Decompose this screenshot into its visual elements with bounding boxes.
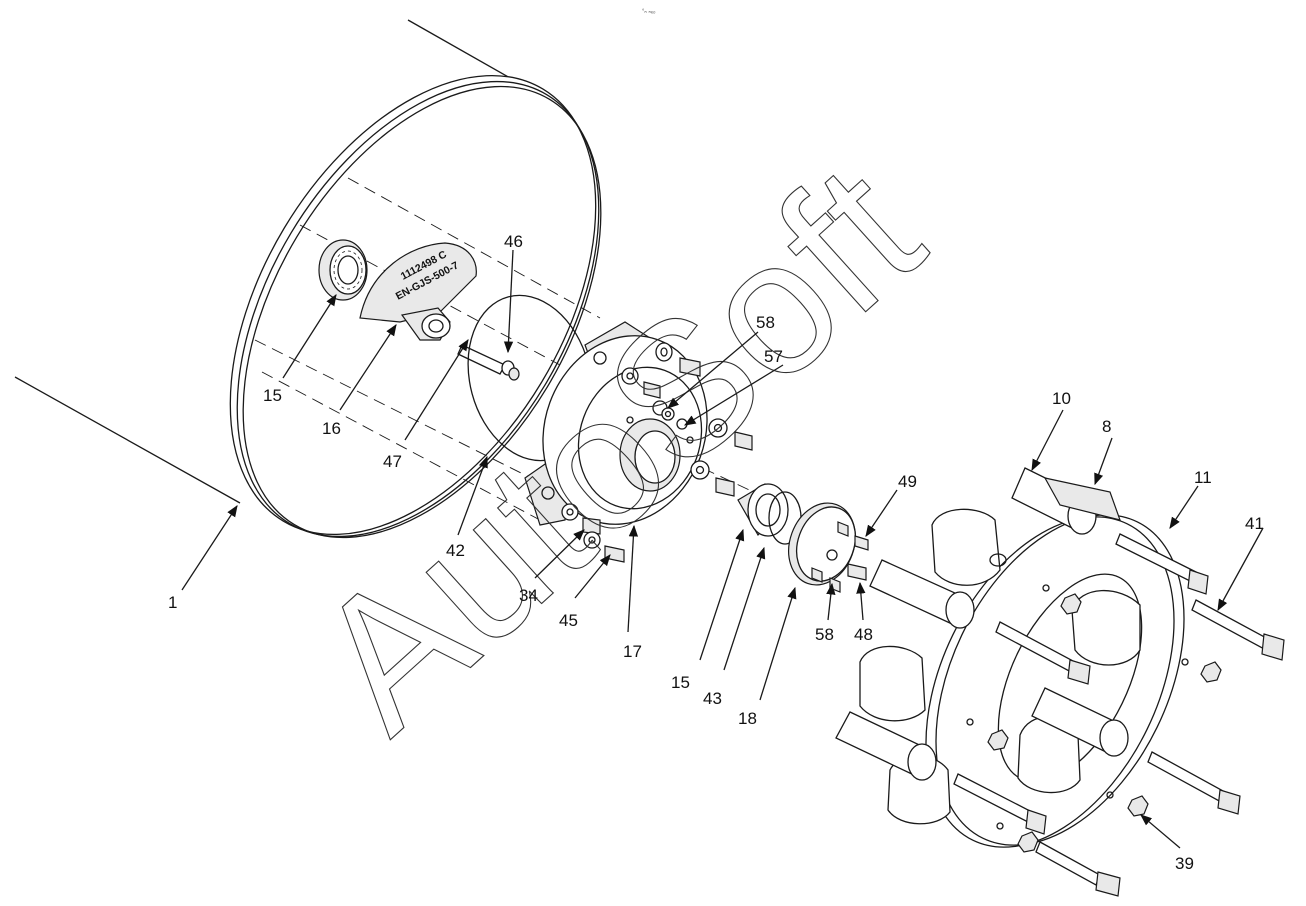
counterweight-casting-16: 1112498 C EN-GJS-500-7 xyxy=(359,242,477,341)
callout-42: 42 xyxy=(446,541,465,560)
callout-43: 43 xyxy=(703,689,722,708)
spacer-cylinders xyxy=(835,467,1129,781)
callout-labels: 1 8 10 11 15 16 17 15 18 34 39 41 42 43 … xyxy=(168,232,1264,873)
callout-11: 11 xyxy=(1194,468,1212,487)
callout-16: 16 xyxy=(322,419,341,438)
callout-46: 46 xyxy=(504,232,523,251)
long-bolts-41 xyxy=(953,533,1285,897)
callout-48: 48 xyxy=(854,625,873,644)
callout-15-bearing: 15 xyxy=(671,673,690,692)
nuts-39 xyxy=(987,593,1222,853)
flange-bolts xyxy=(561,342,753,563)
callout-8: 8 xyxy=(1102,417,1111,436)
callout-57: 57 xyxy=(764,347,783,366)
header-mark: °ₙ ₙₑₒ xyxy=(642,9,656,15)
bearing-15 xyxy=(737,483,789,537)
mount-ring-11 xyxy=(925,514,1189,848)
callout-10: 10 xyxy=(1052,389,1071,408)
callout-15-drum: 15 xyxy=(263,386,282,405)
callout-58-bottom: 58 xyxy=(815,625,834,644)
callout-49: 49 xyxy=(898,472,917,491)
callout-18: 18 xyxy=(738,709,757,728)
drum-bearing-15 xyxy=(318,239,368,301)
leader-lines xyxy=(181,249,1264,849)
callout-17: 17 xyxy=(623,642,642,661)
callout-34: 34 xyxy=(519,586,538,605)
callout-58-top: 58 xyxy=(756,313,775,332)
callout-41: 41 xyxy=(1245,514,1264,533)
callout-47: 47 xyxy=(383,452,402,471)
pin-47 xyxy=(457,344,520,381)
rubber-mounts xyxy=(859,508,1141,825)
callout-45: 45 xyxy=(559,611,578,630)
cover-plate-18 xyxy=(788,502,856,593)
callout-1: 1 xyxy=(168,593,177,612)
callout-39: 39 xyxy=(1175,854,1194,873)
screws-48-49 xyxy=(847,535,869,581)
